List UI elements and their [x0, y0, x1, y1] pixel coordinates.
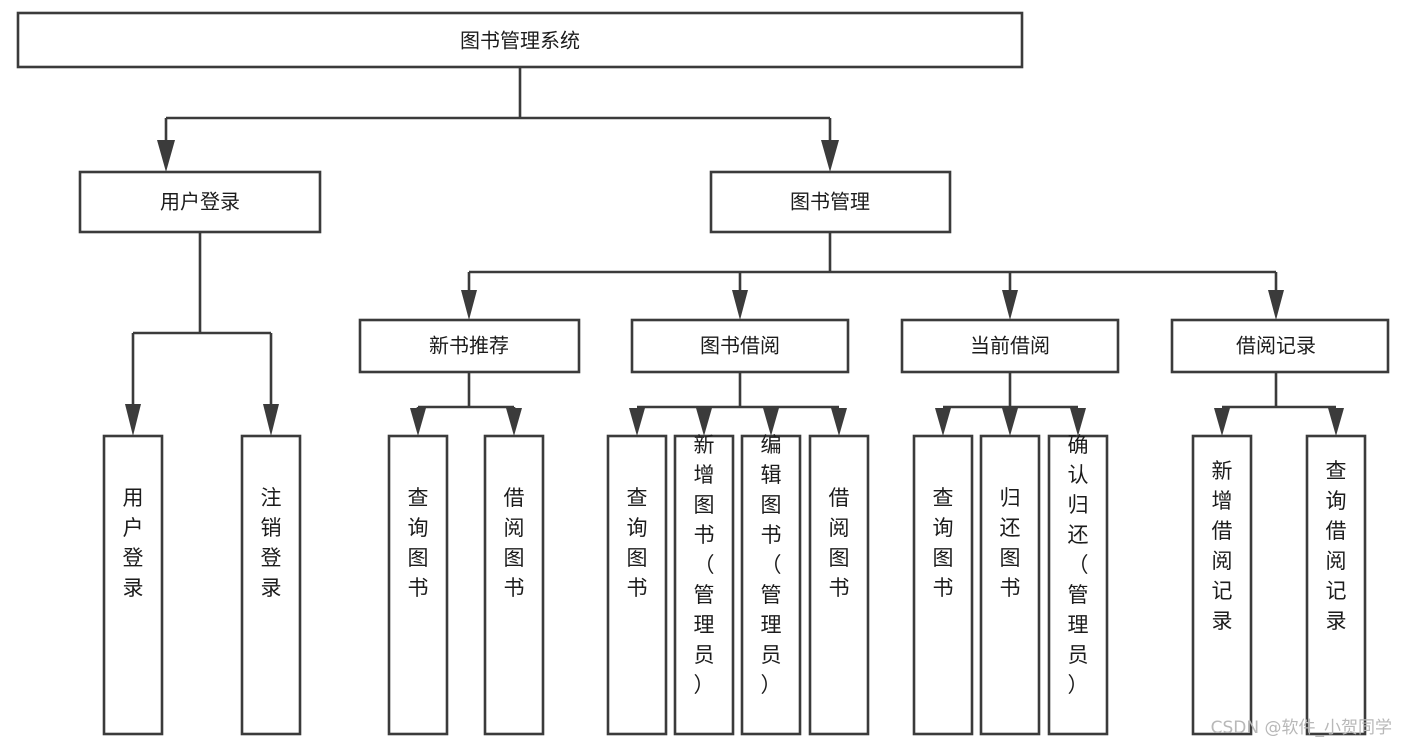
leaf-user-login-label: 用户登录	[123, 486, 144, 600]
node-book-borrow-label: 图书借阅	[700, 334, 780, 358]
leaf-borrow-query-book-box[interactable]	[606, 434, 668, 736]
leaf-recommend-query-book-label: 查询图书	[408, 486, 429, 600]
leaf-current-query-book-box[interactable]	[912, 434, 974, 736]
leaf-borrow-borrow-book[interactable]: 借阅图书	[808, 434, 870, 736]
leaf-current-confirm-return-label: 确认归还（管理员）	[1068, 433, 1089, 697]
leaf-current-confirm-return-box[interactable]	[1047, 434, 1109, 736]
leaf-current-return-book-label: 归还图书	[1000, 486, 1021, 600]
leaf-current-confirm-return[interactable]: 确认归还（管理员）	[1047, 433, 1109, 736]
leaf-logout[interactable]: 注销登录	[240, 434, 302, 736]
arrow-head-leaf-logout	[263, 404, 279, 436]
leaf-logout-label: 注销登录	[261, 486, 282, 600]
leaf-record-query-label: 查询借阅记录	[1326, 459, 1347, 633]
arrow-head-borrow-leaf-2	[763, 408, 779, 436]
arrow-head-current-borrow	[1002, 290, 1018, 320]
leaf-recommend-borrow-book-label: 借阅图书	[504, 486, 525, 600]
leaf-borrow-add-book[interactable]: 新增图书（管理员）	[673, 433, 735, 736]
leaf-borrow-query-book[interactable]: 查询图书	[606, 434, 668, 736]
arrow-head-recommend-leaf-0	[410, 408, 426, 436]
leaf-borrow-add-book-label: 新增图书（管理员）	[694, 433, 715, 697]
node-borrow-record-label: 借阅记录	[1236, 334, 1316, 358]
leaf-user-login[interactable]: 用户登录	[102, 434, 164, 736]
node-current-borrow[interactable]: 当前借阅	[900, 318, 1120, 374]
leaf-recommend-borrow-book[interactable]: 借阅图书	[483, 434, 545, 736]
arrow-head-book-borrow	[732, 290, 748, 320]
arrow-head-record-leaf-0	[1214, 408, 1230, 436]
node-book-borrow[interactable]: 图书借阅	[630, 318, 850, 374]
leaf-current-return-book[interactable]: 归还图书	[979, 434, 1041, 736]
node-book-management-label: 图书管理	[790, 190, 870, 214]
arrow-head-book-mgmt	[821, 140, 839, 172]
node-book-management[interactable]: 图书管理	[709, 170, 952, 234]
arrow-head-new-book-recommend	[461, 290, 477, 320]
arrow-head-user-login	[157, 140, 175, 172]
node-new-book-recommend-box[interactable]	[358, 318, 581, 374]
arrow-head-borrow-leaf-3	[831, 408, 847, 436]
leaf-recommend-query-book[interactable]: 查询图书	[387, 434, 449, 736]
leaf-user-login-box[interactable]	[102, 434, 164, 736]
leaf-record-add-label: 新增借阅记录	[1212, 459, 1233, 633]
arrow-head-borrow-record	[1268, 290, 1284, 320]
leaf-current-return-book-box[interactable]	[979, 434, 1041, 736]
leaf-recommend-query-book-box[interactable]	[387, 434, 449, 736]
arrow-head-current-leaf-1	[1002, 408, 1018, 436]
arrow-head-leaf-user-login	[125, 404, 141, 436]
arrow-head-borrow-leaf-0	[629, 408, 645, 436]
node-user-login[interactable]: 用户登录	[78, 170, 322, 234]
node-book-management-box[interactable]	[709, 170, 952, 234]
node-root-label: 图书管理系统	[460, 29, 580, 53]
node-user-login-label: 用户登录	[160, 190, 240, 214]
leaf-record-query[interactable]: 查询借阅记录	[1305, 434, 1367, 736]
node-root[interactable]: 图书管理系统	[16, 11, 1024, 69]
leaf-record-add[interactable]: 新增借阅记录	[1191, 434, 1253, 736]
node-user-login-box[interactable]	[78, 170, 322, 234]
connector-layer	[125, 67, 1344, 436]
leaf-record-query-box[interactable]	[1305, 434, 1367, 736]
node-new-book-recommend-label: 新书推荐	[429, 334, 509, 358]
arrow-head-current-leaf-2	[1070, 408, 1086, 436]
csdn-watermark: CSDN @软件_小贺同学	[1211, 718, 1392, 738]
leaf-current-query-book-label: 查询图书	[933, 486, 954, 600]
leaf-borrow-edit-book-label: 编辑图书（管理员）	[761, 433, 782, 697]
node-borrow-record[interactable]: 借阅记录	[1170, 318, 1390, 374]
arrow-head-current-leaf-0	[935, 408, 951, 436]
node-root-box[interactable]	[16, 11, 1024, 69]
leaf-borrow-add-book-box[interactable]	[673, 434, 735, 736]
leaf-borrow-edit-book-box[interactable]	[740, 434, 802, 736]
node-new-book-recommend[interactable]: 新书推荐	[358, 318, 581, 374]
leaf-borrow-borrow-book-label: 借阅图书	[829, 486, 850, 600]
leaf-current-query-book[interactable]: 查询图书	[912, 434, 974, 736]
leaf-logout-box[interactable]	[240, 434, 302, 736]
node-borrow-record-box[interactable]	[1170, 318, 1390, 374]
arrow-head-borrow-leaf-1	[696, 408, 712, 436]
leaf-recommend-borrow-book-box[interactable]	[483, 434, 545, 736]
node-book-borrow-box[interactable]	[630, 318, 850, 374]
arrow-head-record-leaf-1	[1328, 408, 1344, 436]
node-current-borrow-box[interactable]	[900, 318, 1120, 374]
leaf-borrow-edit-book[interactable]: 编辑图书（管理员）	[740, 433, 802, 736]
leaf-record-add-box[interactable]	[1191, 434, 1253, 736]
leaf-borrow-query-book-label: 查询图书	[627, 486, 648, 600]
node-current-borrow-label: 当前借阅	[970, 334, 1050, 358]
arrow-head-recommend-leaf-1	[506, 408, 522, 436]
leaf-borrow-borrow-book-box[interactable]	[808, 434, 870, 736]
